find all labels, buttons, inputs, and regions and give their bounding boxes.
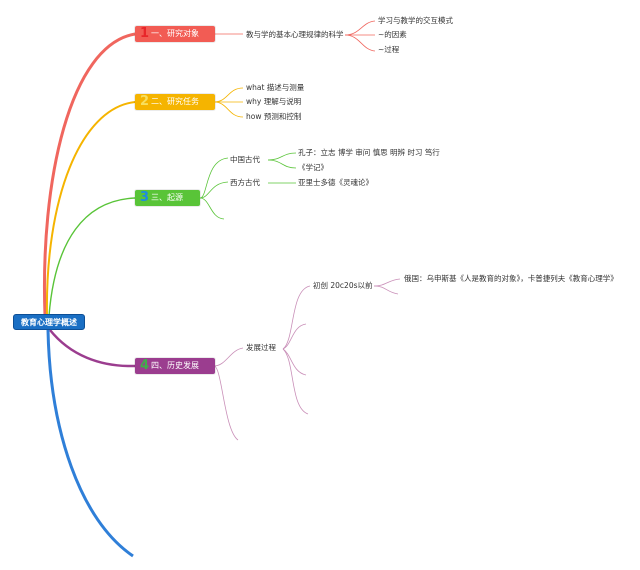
connector-root-branch-4 — [49, 329, 136, 368]
b1-item-1[interactable]: 学习与教学的交互模式 — [378, 16, 453, 25]
branch-number-2: 2 — [140, 94, 150, 109]
b1-item-2[interactable]: ~的因素 — [378, 30, 407, 39]
b3-china[interactable]: 中国古代 — [230, 155, 260, 164]
connector-b4-stage-item — [373, 278, 401, 287]
b3-china-item-1[interactable]: 孔子：立志 博学 审问 慎思 明辨 时习 笃行 — [298, 148, 440, 157]
b2-item-3[interactable]: how 预测和控制 — [246, 112, 302, 121]
branch-number-4: 4 — [140, 358, 150, 373]
b2-item-1[interactable]: what 描述与测量 — [246, 83, 305, 92]
branch-number-1: 1 — [140, 26, 150, 41]
b3-west-item[interactable]: 亚里士多德《灵魂论》 — [298, 178, 373, 187]
b4-stage-item[interactable]: 俄国：乌申斯基《人是教育的对象》，卡普捷列夫《教育心理学》 — [404, 274, 618, 283]
branch-label-2: 二、研究任务 — [151, 97, 200, 106]
b3-china-item-2[interactable]: 《学记》 — [298, 163, 328, 172]
connector-b2-item-3 — [213, 101, 244, 118]
branch-label-1: 一、研究对象 — [151, 29, 200, 38]
connector-b4-stage — [282, 285, 311, 350]
connector-b3-china — [199, 157, 229, 199]
b3-west[interactable]: 西方古代 — [230, 178, 260, 187]
connector-b4-lower — [213, 365, 239, 441]
connector-b3-west — [199, 181, 229, 199]
connector-b4-stage-item-2 — [373, 285, 399, 295]
connector-b4-stage-3 — [282, 348, 307, 376]
connector-b4-stage-4 — [282, 348, 309, 415]
branch-number-3: 3 — [140, 190, 150, 205]
connector-b1-item-1 — [344, 20, 376, 36]
connector-b3-china-item-2 — [267, 159, 297, 169]
root-node[interactable]: 教育心理学概述 — [13, 314, 85, 330]
b2-item-2[interactable]: why 理解与说明 — [246, 97, 302, 106]
b1-main-topic[interactable]: 教与学的基本心理规律的科学 — [246, 30, 344, 39]
connector-b1-item-3 — [344, 34, 376, 52]
connector-b3-china-item-1 — [267, 152, 297, 161]
connector-root-branch-1 — [43, 32, 136, 317]
connector-root-bottom — [46, 329, 134, 558]
connector-b3-extra — [199, 197, 225, 220]
connector-b2-item-1 — [213, 87, 244, 103]
b1-item-3[interactable]: ~过程 — [378, 45, 400, 54]
connector-b4-stage-2 — [282, 323, 307, 350]
b4-node[interactable]: 发展过程 — [246, 343, 276, 352]
branch-label-4: 四、历史发展 — [151, 361, 200, 370]
b4-stage[interactable]: 初创 20c20s以前 — [313, 281, 373, 290]
connector-root-branch-3 — [48, 197, 136, 317]
connector-root-branch-2 — [45, 101, 136, 317]
branch-label-3: 三、起源 — [151, 193, 184, 202]
connector-b4-node — [213, 347, 244, 367]
